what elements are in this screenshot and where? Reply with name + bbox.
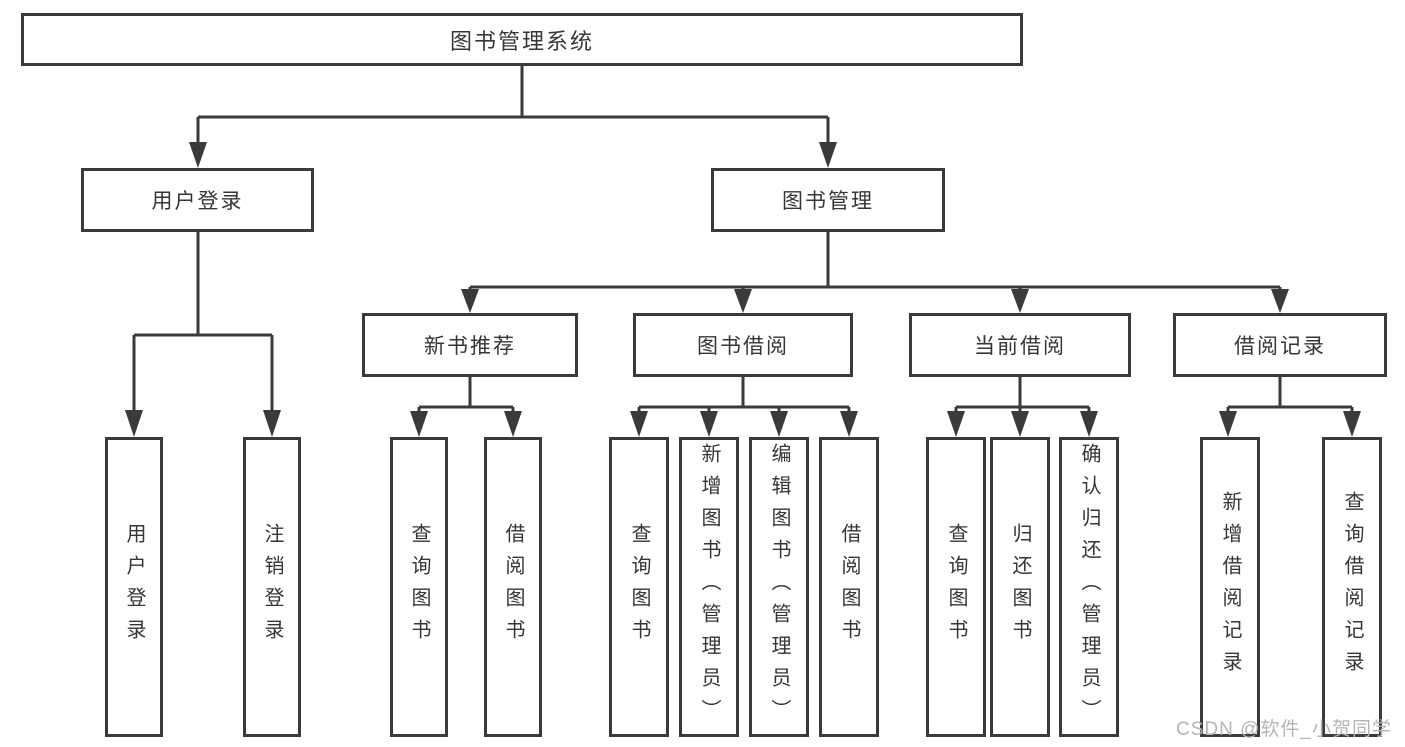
node-leaf-return-books: 归还图书 (990, 437, 1050, 737)
node-leaf-return-books-label: 归还图书 (1009, 523, 1031, 651)
node-leaf-user-login-label: 用户登录 (123, 523, 145, 651)
node-leaf-edit-books-admin: 编辑图书（管理员） (749, 437, 809, 737)
node-current-borrowing: 当前借阅 (909, 313, 1131, 377)
csdn-watermark: CSDN @软件_小贺同学 (1176, 719, 1392, 740)
node-leaf-user-login: 用户登录 (105, 437, 163, 737)
node-book-borrowing-label: 图书借阅 (697, 335, 789, 358)
node-leaf-confirm-return-admin: 确认归还（管理员） (1059, 437, 1119, 737)
node-leaf-borrow-books: 借阅图书 (819, 437, 879, 737)
node-leaf-confirm-return-admin-label: 确认归还（管理员） (1078, 443, 1100, 731)
node-leaf-borrow-books-recommend-label: 借阅图书 (502, 523, 524, 651)
node-leaf-query-books-recommend-label: 查询图书 (408, 523, 430, 651)
node-new-book-recommend: 新书推荐 (362, 313, 578, 377)
connector-segments (132, 66, 1354, 411)
node-root-label: 图书管理系统 (449, 28, 594, 54)
arrowhead-icons (125, 142, 1361, 437)
node-borrowing-records: 借阅记录 (1173, 313, 1387, 377)
node-root-system: 图书管理系统 (21, 13, 1023, 66)
node-leaf-add-borrow-record-label: 新增借阅记录 (1219, 491, 1241, 683)
node-leaf-add-borrow-record: 新增借阅记录 (1200, 437, 1260, 737)
node-book-borrowing: 图书借阅 (633, 313, 853, 377)
node-leaf-add-books-admin: 新增图书（管理员） (679, 437, 739, 737)
node-leaf-borrow-books-recommend: 借阅图书 (484, 437, 542, 737)
node-leaf-query-borrow-record: 查询借阅记录 (1322, 437, 1382, 737)
node-new-book-recommend-label: 新书推荐 (424, 335, 516, 358)
node-leaf-add-books-admin-label: 新增图书（管理员） (698, 443, 720, 731)
node-leaf-query-books-borrowing-label: 查询图书 (628, 523, 650, 651)
node-user-login-label: 用户登录 (151, 190, 244, 213)
node-book-management: 图书管理 (711, 168, 945, 232)
node-user-login: 用户登录 (81, 168, 314, 232)
node-leaf-query-books-borrowing: 查询图书 (609, 437, 669, 737)
node-leaf-logout-label: 注销登录 (261, 523, 283, 651)
node-borrowing-records-label: 借阅记录 (1234, 335, 1326, 358)
node-leaf-query-books-current-label: 查询图书 (945, 523, 967, 651)
node-leaf-logout: 注销登录 (243, 437, 301, 737)
node-book-management-label: 图书管理 (782, 190, 874, 213)
node-leaf-query-books-recommend: 查询图书 (390, 437, 448, 737)
node-leaf-query-books-current: 查询图书 (926, 437, 986, 737)
node-leaf-edit-books-admin-label: 编辑图书（管理员） (768, 443, 790, 731)
node-current-borrowing-label: 当前借阅 (974, 335, 1066, 358)
node-leaf-query-borrow-record-label: 查询借阅记录 (1341, 491, 1363, 683)
node-leaf-borrow-books-label: 借阅图书 (838, 523, 860, 651)
